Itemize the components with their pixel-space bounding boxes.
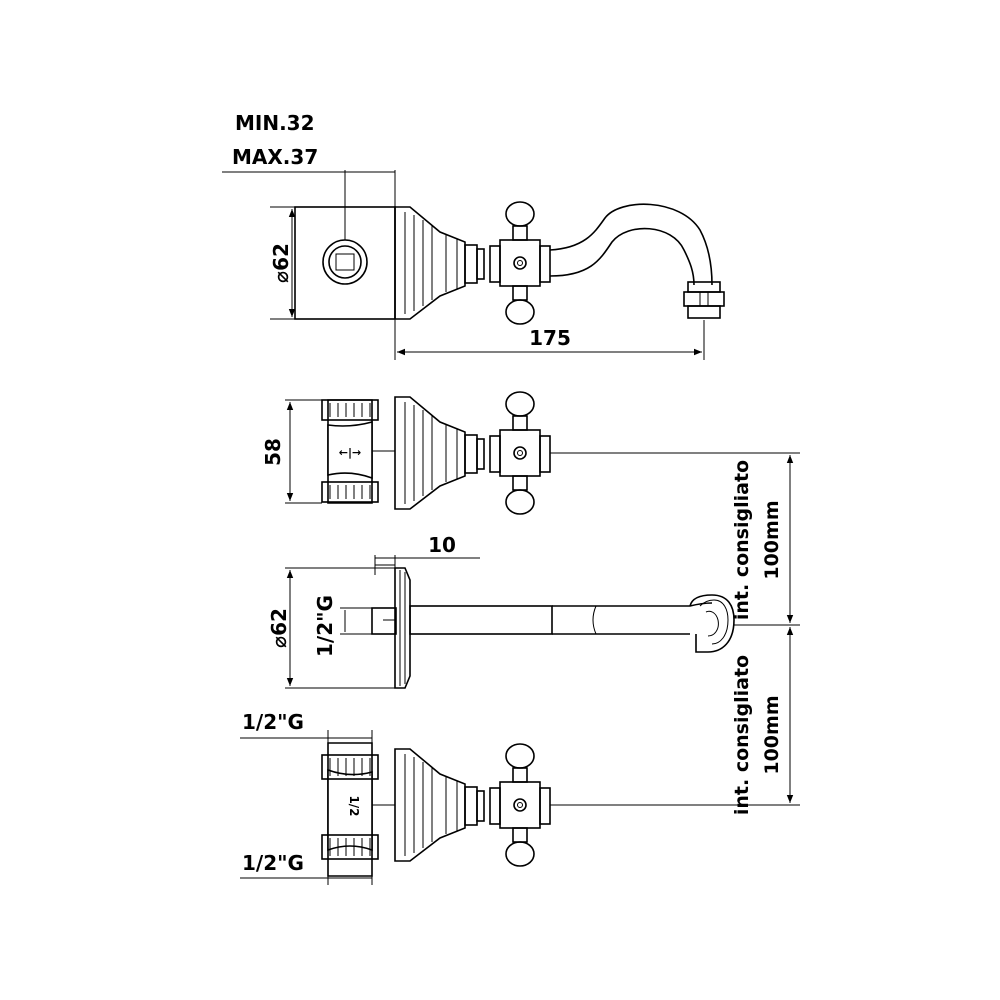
valve-view-lower: 1/2 (240, 730, 800, 885)
top-handle (489, 201, 551, 325)
interaxis-label-1: int. consigliato (731, 460, 753, 620)
interaxis-value-1: 100mm (761, 500, 783, 579)
min-label: MIN.32 (235, 111, 315, 135)
spout-side-view (285, 555, 800, 689)
valve-view-upper: ←|→ (285, 391, 800, 515)
offset-label: 10 (428, 533, 456, 557)
thread-mid-label: 1/2"G (313, 595, 337, 657)
thread-bottom-left-label: 1/2"G (242, 851, 304, 875)
valve-mark-top: ←|→ (339, 446, 361, 459)
length-label: 175 (529, 326, 571, 350)
interaxis-value-2: 100mm (761, 695, 783, 774)
valve-mark-bottom: 1/2 (347, 795, 361, 816)
interaxis-label-2: int. consigliato (731, 655, 753, 815)
diameter-top-label: ⌀62 (269, 243, 293, 283)
top-flange (394, 206, 485, 320)
top-view (222, 170, 725, 360)
diameter-mid-label: ⌀62 (267, 608, 291, 648)
top-port-inner (328, 245, 362, 279)
top-spout (549, 203, 725, 319)
thread-top-left-label: 1/2"G (242, 710, 304, 734)
max-label: MAX.37 (232, 145, 318, 169)
height-label: 58 (261, 438, 285, 466)
